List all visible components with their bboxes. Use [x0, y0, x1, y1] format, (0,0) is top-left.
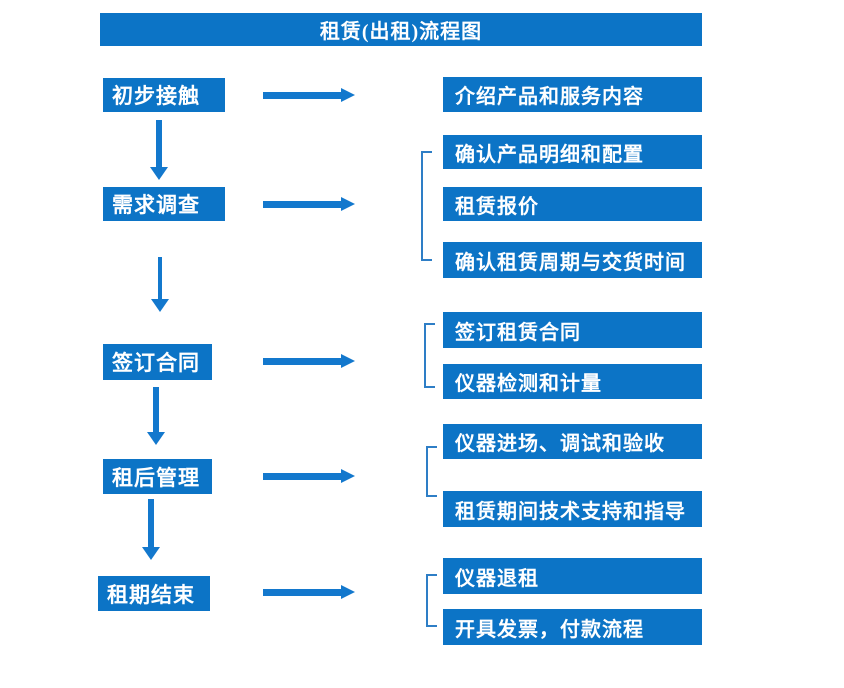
group-bracket — [424, 323, 435, 388]
detail-box-confirm-details: 确认产品明细和配置 — [443, 135, 702, 169]
down-arrow-icon — [150, 120, 168, 180]
detail-box-confirm-period: 确认租赁周期与交货时间 — [443, 242, 702, 278]
group-bracket — [421, 151, 432, 261]
detail-box-instrument-return: 仪器退租 — [443, 558, 702, 594]
group-bracket — [426, 574, 437, 627]
group-bracket — [426, 446, 437, 497]
detail-box-invoice-payment: 开具发票，付款流程 — [443, 609, 702, 645]
detail-box-intro-products: 介绍产品和服务内容 — [443, 77, 702, 112]
right-arrow-icon — [263, 585, 355, 599]
step-box-sign-contract: 签订合同 — [103, 344, 212, 380]
step-box-demand-survey: 需求调查 — [103, 187, 225, 221]
detail-box-tech-support: 租赁期间技术支持和指导 — [443, 491, 702, 527]
right-arrow-icon — [263, 197, 355, 211]
step-box-initial-contact: 初步接触 — [103, 78, 225, 112]
detail-box-instrument-testing: 仪器检测和计量 — [443, 364, 702, 399]
flowchart-title: 租赁(出租)流程图 — [100, 13, 702, 46]
right-arrow-icon — [263, 469, 355, 483]
down-arrow-icon — [142, 499, 160, 560]
detail-box-rental-quote: 租赁报价 — [443, 187, 702, 221]
down-arrow-icon — [151, 257, 169, 312]
right-arrow-icon — [263, 88, 355, 102]
detail-box-instrument-setup: 仪器进场、调试和验收 — [443, 424, 702, 459]
step-box-rental-end: 租期结束 — [98, 576, 210, 611]
detail-box-sign-rental-contract: 签订租赁合同 — [443, 312, 702, 348]
down-arrow-icon — [147, 387, 165, 445]
step-box-post-rental-mgmt: 租后管理 — [103, 459, 212, 494]
right-arrow-icon — [263, 354, 355, 368]
